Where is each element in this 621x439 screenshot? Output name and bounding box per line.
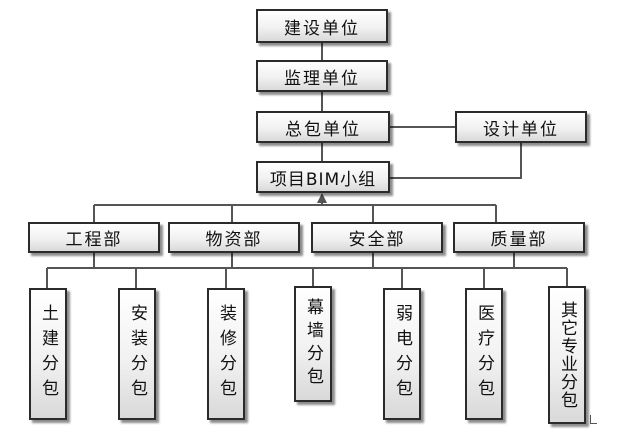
- box-sub-curtain-wall: 幕墙分包: [294, 286, 332, 402]
- box-general-contractor: 总包单位: [256, 111, 390, 143]
- label-safety-dept: 安全部: [348, 230, 406, 250]
- box-sub-medical: 医疗分包: [465, 288, 503, 420]
- line-design-to-bim: [390, 143, 522, 179]
- label-design-unit: 设计单位: [483, 119, 559, 140]
- box-sub-installation: 安装分包: [118, 288, 156, 420]
- box-quality-dept: 质量部: [453, 222, 585, 253]
- box-sub-low-voltage: 弱电分包: [383, 288, 421, 420]
- label-supervision-unit: 监理单位: [284, 68, 360, 89]
- label-sub-curtain-wall: 幕墙分包: [303, 298, 323, 390]
- box-materials-dept: 物资部: [168, 222, 300, 253]
- label-construction-unit: 建设单位: [284, 18, 360, 39]
- label-materials-dept: 物资部: [205, 230, 263, 250]
- label-general-contractor: 总包单位: [285, 119, 361, 140]
- box-supervision-unit: 监理单位: [256, 60, 388, 92]
- box-sub-decoration: 装修分包: [207, 288, 245, 420]
- arrow-head-to-bim: [317, 193, 327, 203]
- box-design-unit: 设计单位: [455, 111, 587, 143]
- label-engineering-dept: 工程部: [65, 230, 123, 250]
- label-quality-dept: 质量部: [490, 230, 548, 250]
- box-engineering-dept: 工程部: [28, 222, 160, 253]
- corner-mark: [590, 415, 597, 424]
- label-sub-civil-1: 土建分包: [38, 304, 58, 404]
- box-sub-other-specialty: 其它专业分包: [548, 286, 586, 424]
- box-bim-group: 项目BIM小组: [256, 161, 390, 193]
- label-sub-low-voltage: 弱电分包: [392, 304, 412, 404]
- box-sub-civil: 土建分包: [29, 288, 67, 420]
- label-bim-group: 项目BIM小组: [269, 169, 377, 190]
- label-sub-decoration: 装修分包: [216, 304, 236, 404]
- label-sub-other-specialty: 其它专业分包: [557, 301, 577, 409]
- box-construction-unit: 建设单位: [256, 9, 388, 43]
- label-sub-installation: 安装分包: [127, 304, 147, 404]
- label-sub-medical: 医疗分包: [474, 304, 494, 404]
- box-safety-dept: 安全部: [311, 222, 443, 253]
